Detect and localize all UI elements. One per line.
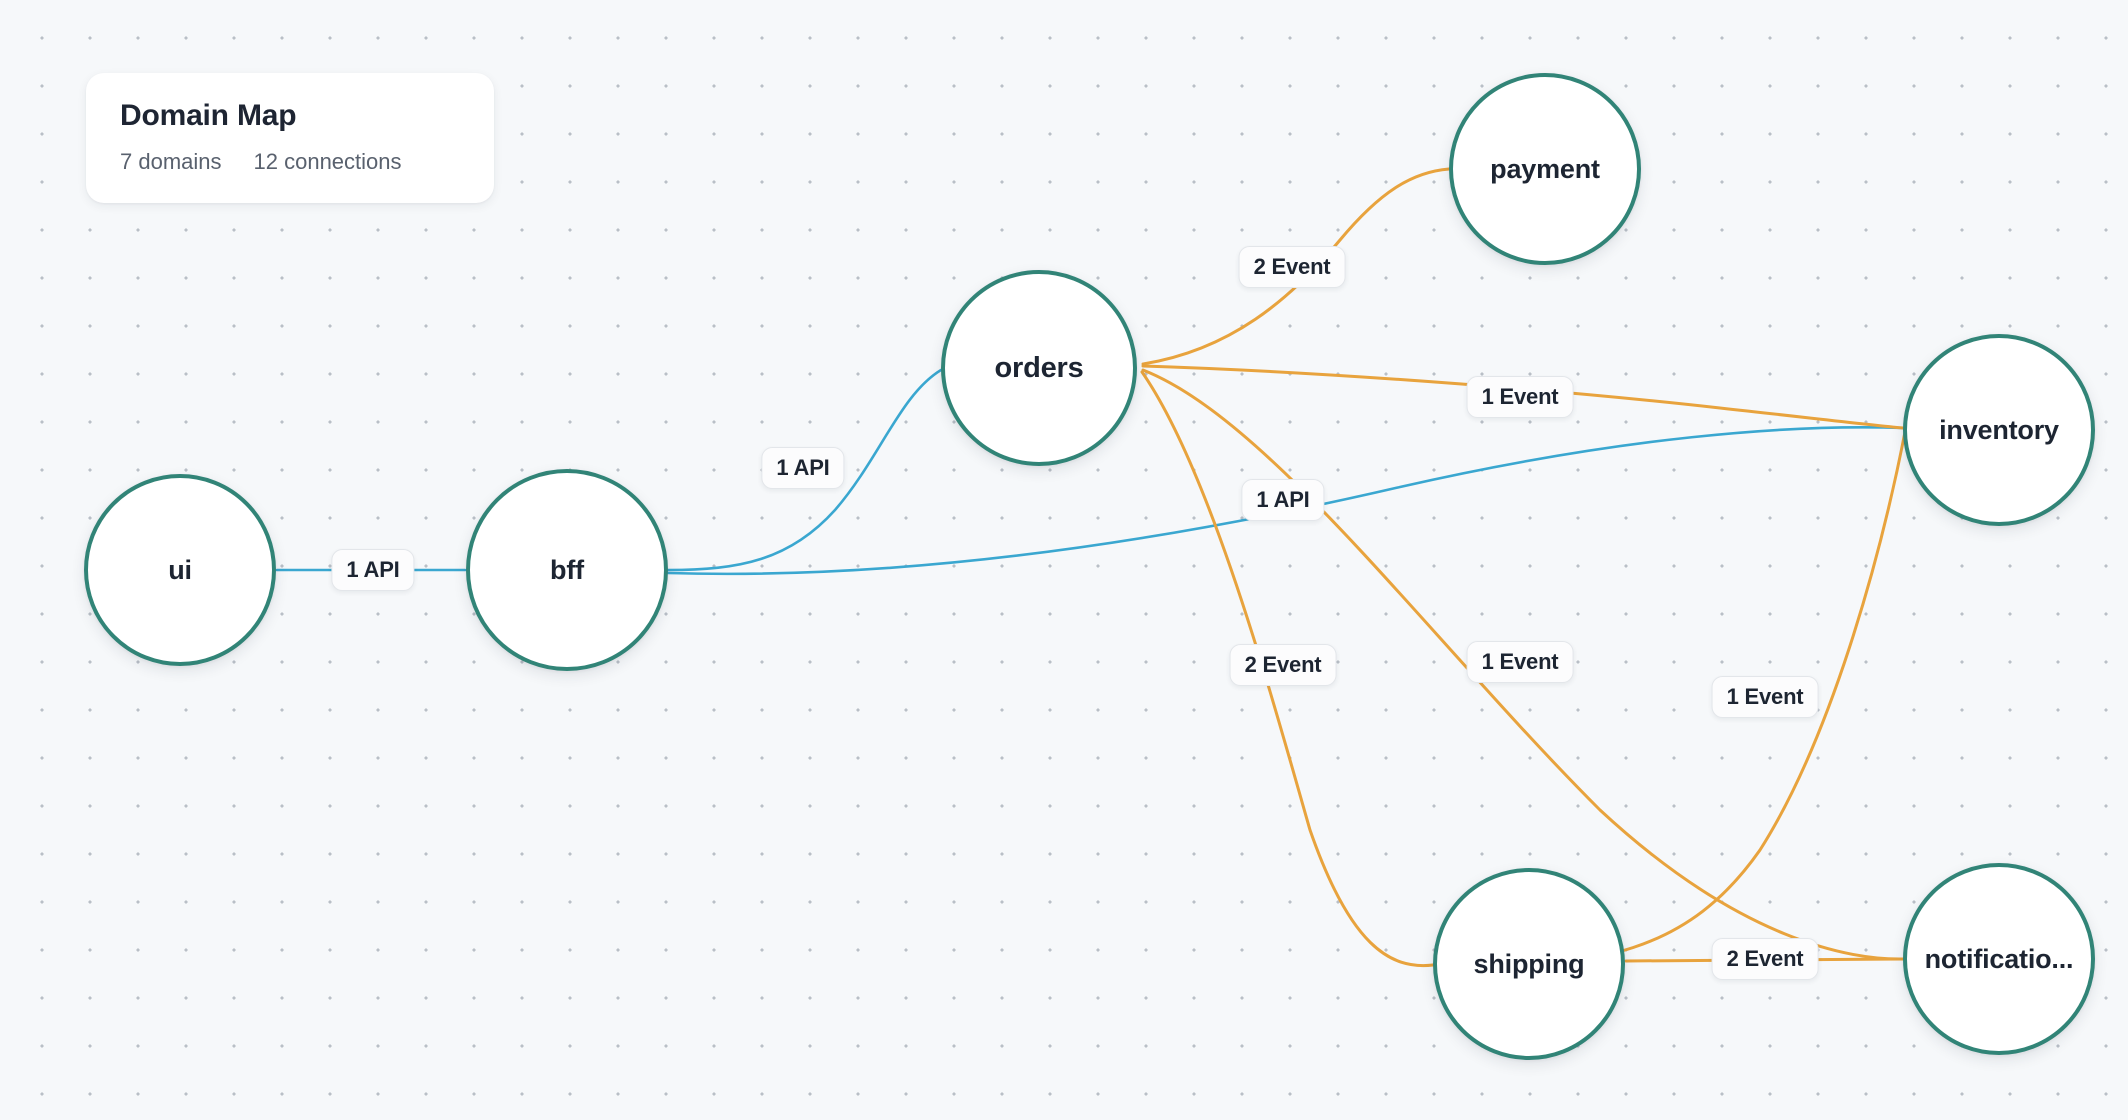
edge-bff-inventory — [666, 426, 1905, 576]
node-label-notification: notificatio... — [1924, 943, 2074, 974]
edge-label-orders-payment[interactable]: 2 Event — [1238, 246, 1346, 288]
edge-label-ui-bff[interactable]: 1 API — [331, 549, 415, 591]
node-inventory[interactable]: inventory — [1903, 334, 2095, 526]
node-payment[interactable]: payment — [1449, 73, 1641, 265]
edge-label-orders-notification[interactable]: 1 Event — [1466, 641, 1574, 683]
node-notification[interactable]: notificatio... — [1903, 863, 2095, 1055]
edge-label-orders-shipping[interactable]: 2 Event — [1229, 644, 1337, 686]
node-orders[interactable]: orders — [941, 270, 1137, 466]
node-label-ui: ui — [168, 554, 192, 585]
edge-orders-shipping — [1140, 370, 1435, 968]
node-shipping[interactable]: shipping — [1433, 868, 1625, 1060]
domain-count-text: 7 domains — [120, 149, 222, 174]
edge-label-orders-inventory[interactable]: 1 Event — [1466, 376, 1574, 418]
edge-orders-inventory — [1141, 364, 1905, 430]
node-label-shipping: shipping — [1473, 948, 1585, 979]
node-label-orders: orders — [994, 351, 1084, 384]
connection-count-text: 12 connections — [253, 149, 402, 174]
edge-label-bff-orders[interactable]: 1 API — [761, 447, 845, 489]
edge-bff-orders — [666, 368, 943, 572]
edge-orders-notification — [1141, 368, 1905, 961]
domain-map-title-card: Domain Map 7 domains 12 connections — [86, 73, 494, 203]
edge-label-inventory-shipping[interactable]: 1 Event — [1711, 676, 1819, 718]
edge-label-shipping-notification[interactable]: 2 Event — [1711, 938, 1819, 980]
node-label-payment: payment — [1490, 153, 1600, 184]
page-title: Domain Map — [120, 99, 297, 132]
node-label-inventory: inventory — [1939, 414, 2059, 445]
edge-label-bff-inventory[interactable]: 1 API — [1241, 479, 1325, 521]
card-stats: 7 domains 12 connections — [120, 149, 460, 175]
node-ui[interactable]: ui — [84, 474, 276, 666]
node-bff[interactable]: bff — [466, 469, 668, 671]
node-label-bff: bff — [550, 554, 584, 585]
